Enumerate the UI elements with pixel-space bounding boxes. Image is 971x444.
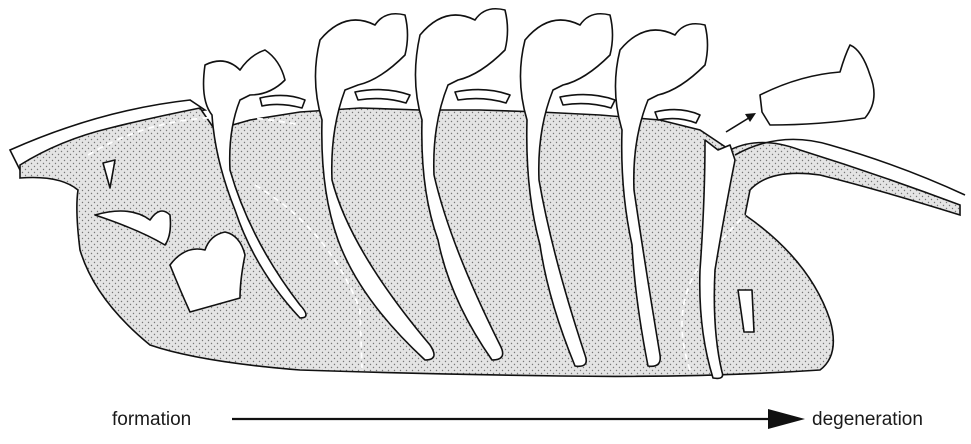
gum-cusp-1 [260,95,305,108]
progress-arrow [232,409,805,429]
degeneration-label: degeneration [812,410,923,429]
detach-arrow [726,113,756,132]
gum-cusp-2 [355,90,410,103]
gum-cusp-3 [455,90,510,103]
formation-label: formation [112,410,191,429]
detached-crown [760,45,874,125]
gum-cusp-4 [560,95,615,108]
